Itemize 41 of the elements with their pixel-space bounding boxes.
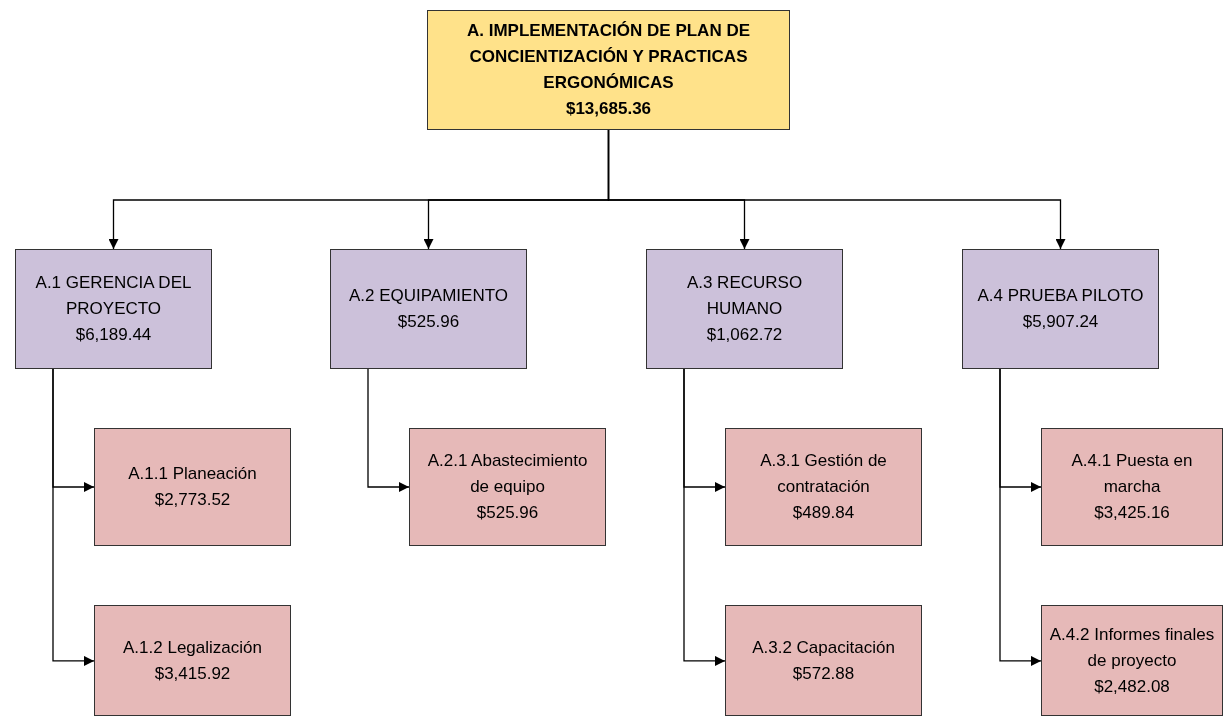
node-title: A.4.2 Informes finales de proyecto [1048, 623, 1216, 672]
cost-value: $6,189.44 [75, 324, 152, 346]
cost-value: $3,425.16 [1094, 502, 1170, 524]
arrow [607, 129, 1066, 250]
task-box [725, 605, 922, 716]
arrow [367, 368, 410, 492]
node-title: A.1.1 Planeación [128, 463, 257, 485]
cost-value: $1,062.72 [706, 324, 783, 346]
category-box [330, 249, 527, 369]
node-title: A.3.2 Capacitación [752, 636, 895, 659]
root-box [427, 10, 790, 130]
node-title: A.3 RECURSO HUMANO [685, 272, 804, 320]
task-box [1041, 605, 1223, 716]
cost-value: $489.84 [792, 502, 855, 524]
task-box [725, 428, 922, 546]
arrow [999, 368, 1042, 666]
category-box [15, 249, 212, 369]
cost-value: $13,685.36 [565, 98, 652, 120]
cost-value: $525.96 [476, 502, 539, 524]
node-title: A.4 PRUEBA PILOTO [977, 285, 1144, 307]
cost-value: $3,415.92 [154, 662, 231, 685]
task-box [1041, 428, 1223, 546]
node-title: A.2.1 Abastecimiento de equipo [426, 450, 589, 498]
cost-value: $525.96 [397, 311, 460, 333]
cost-value: $572.88 [792, 662, 855, 685]
task-box [409, 428, 606, 546]
node-title: A.2 EQUIPAMIENTO [349, 285, 508, 307]
cost-value: $5,907.24 [1022, 311, 1099, 333]
node-title: A.1 GERENCIA DEL PROYECTO [34, 272, 193, 320]
category-box [962, 249, 1159, 369]
task-box [94, 428, 291, 546]
arrow [683, 368, 726, 666]
node-title: A.4.1 Puesta en marcha [1070, 450, 1194, 498]
cost-value: $2,482.08 [1094, 675, 1170, 698]
cost-value: $2,773.52 [154, 489, 231, 511]
category-box [646, 249, 843, 369]
node-title: A.3.1 Gestión de contratación [759, 450, 888, 498]
node-title: A.1.2 Legalización [123, 636, 262, 659]
arrow [52, 368, 95, 666]
node-title: A. IMPLEMENTACIÓN DE PLAN DE CONCIENTIZACIÓN Y PRACTICAS ERGONÓMICAS [466, 20, 751, 94]
task-box [94, 605, 291, 716]
